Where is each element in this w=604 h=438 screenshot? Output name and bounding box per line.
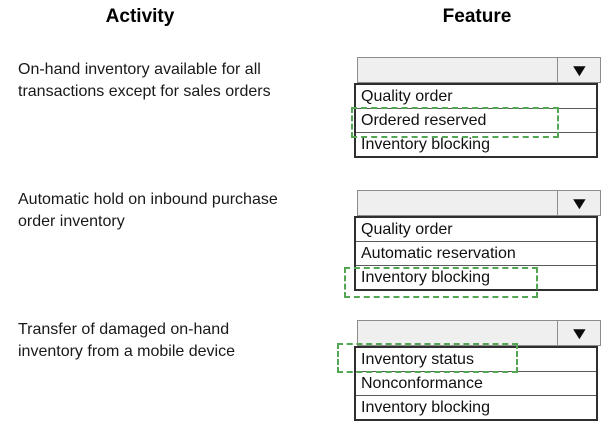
dropdown-3-arrow-button[interactable]: ▼ [557, 321, 600, 345]
option-inventory-status[interactable]: Inventory status [361, 351, 474, 368]
option-quality-order[interactable]: Quality order [361, 88, 453, 105]
feature-options-list-2: Quality order Automatic reservation Inve… [354, 216, 598, 291]
feature-dropdown-2[interactable]: ▼ [357, 190, 601, 216]
option-ordered-reserved[interactable]: Ordered reserved [356, 108, 596, 132]
chevron-down-icon: ▼ [568, 323, 590, 343]
dropdown-1-arrow-button[interactable]: ▼ [557, 58, 600, 82]
feature-column-header: Feature [442, 6, 512, 27]
chevron-down-icon: ▼ [568, 193, 590, 213]
option-nonconformance[interactable]: Nonconformance [356, 371, 596, 395]
activity-text-3: Transfer of damaged on-hand inventory fr… [18, 321, 235, 360]
option-inventory-blocking[interactable]: Inventory blocking [356, 265, 596, 289]
activity-text-1: On-hand inventory available for all tran… [18, 61, 271, 100]
option-inventory-blocking[interactable]: Inventory blocking [356, 395, 596, 419]
dropdown-2-arrow-button[interactable]: ▼ [557, 191, 600, 215]
feature-options-list-1: Quality order Ordered reserved Inventory… [354, 83, 598, 158]
option-inventory-blocking[interactable]: Inventory blocking [356, 132, 596, 156]
activity-column-header: Activity [105, 6, 175, 27]
chevron-down-icon: ▼ [568, 60, 590, 80]
feature-options-list-3: Inventory status Nonconformance Inventor… [354, 346, 598, 421]
option-quality-order[interactable]: Quality order [361, 221, 453, 238]
feature-dropdown-1[interactable]: ▼ [357, 57, 601, 83]
activity-text-2: Automatic hold on inbound purchase order… [18, 191, 278, 230]
feature-dropdown-3[interactable]: ▼ [357, 320, 601, 346]
option-automatic-reservation[interactable]: Automatic reservation [356, 241, 596, 265]
